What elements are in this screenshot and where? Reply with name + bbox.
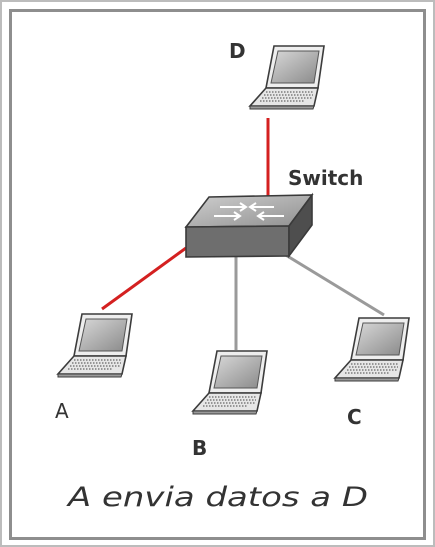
figure-panel (9, 9, 426, 540)
node-label-d: D (229, 39, 246, 63)
link-switch-c (283, 252, 385, 317)
link-switch-a (101, 246, 187, 311)
node-label-a: A (55, 399, 69, 423)
node-label-c: C (347, 405, 362, 429)
laptop-icon-b (192, 350, 268, 415)
node-label-b: B (192, 436, 207, 460)
switch-icon (184, 192, 314, 259)
laptop-icon-a (57, 313, 133, 378)
laptop-icon-c (334, 317, 410, 382)
diagram-caption: A envia datos a D (65, 482, 368, 513)
switch-label: Switch (288, 166, 363, 190)
laptop-icon-d (249, 45, 325, 110)
